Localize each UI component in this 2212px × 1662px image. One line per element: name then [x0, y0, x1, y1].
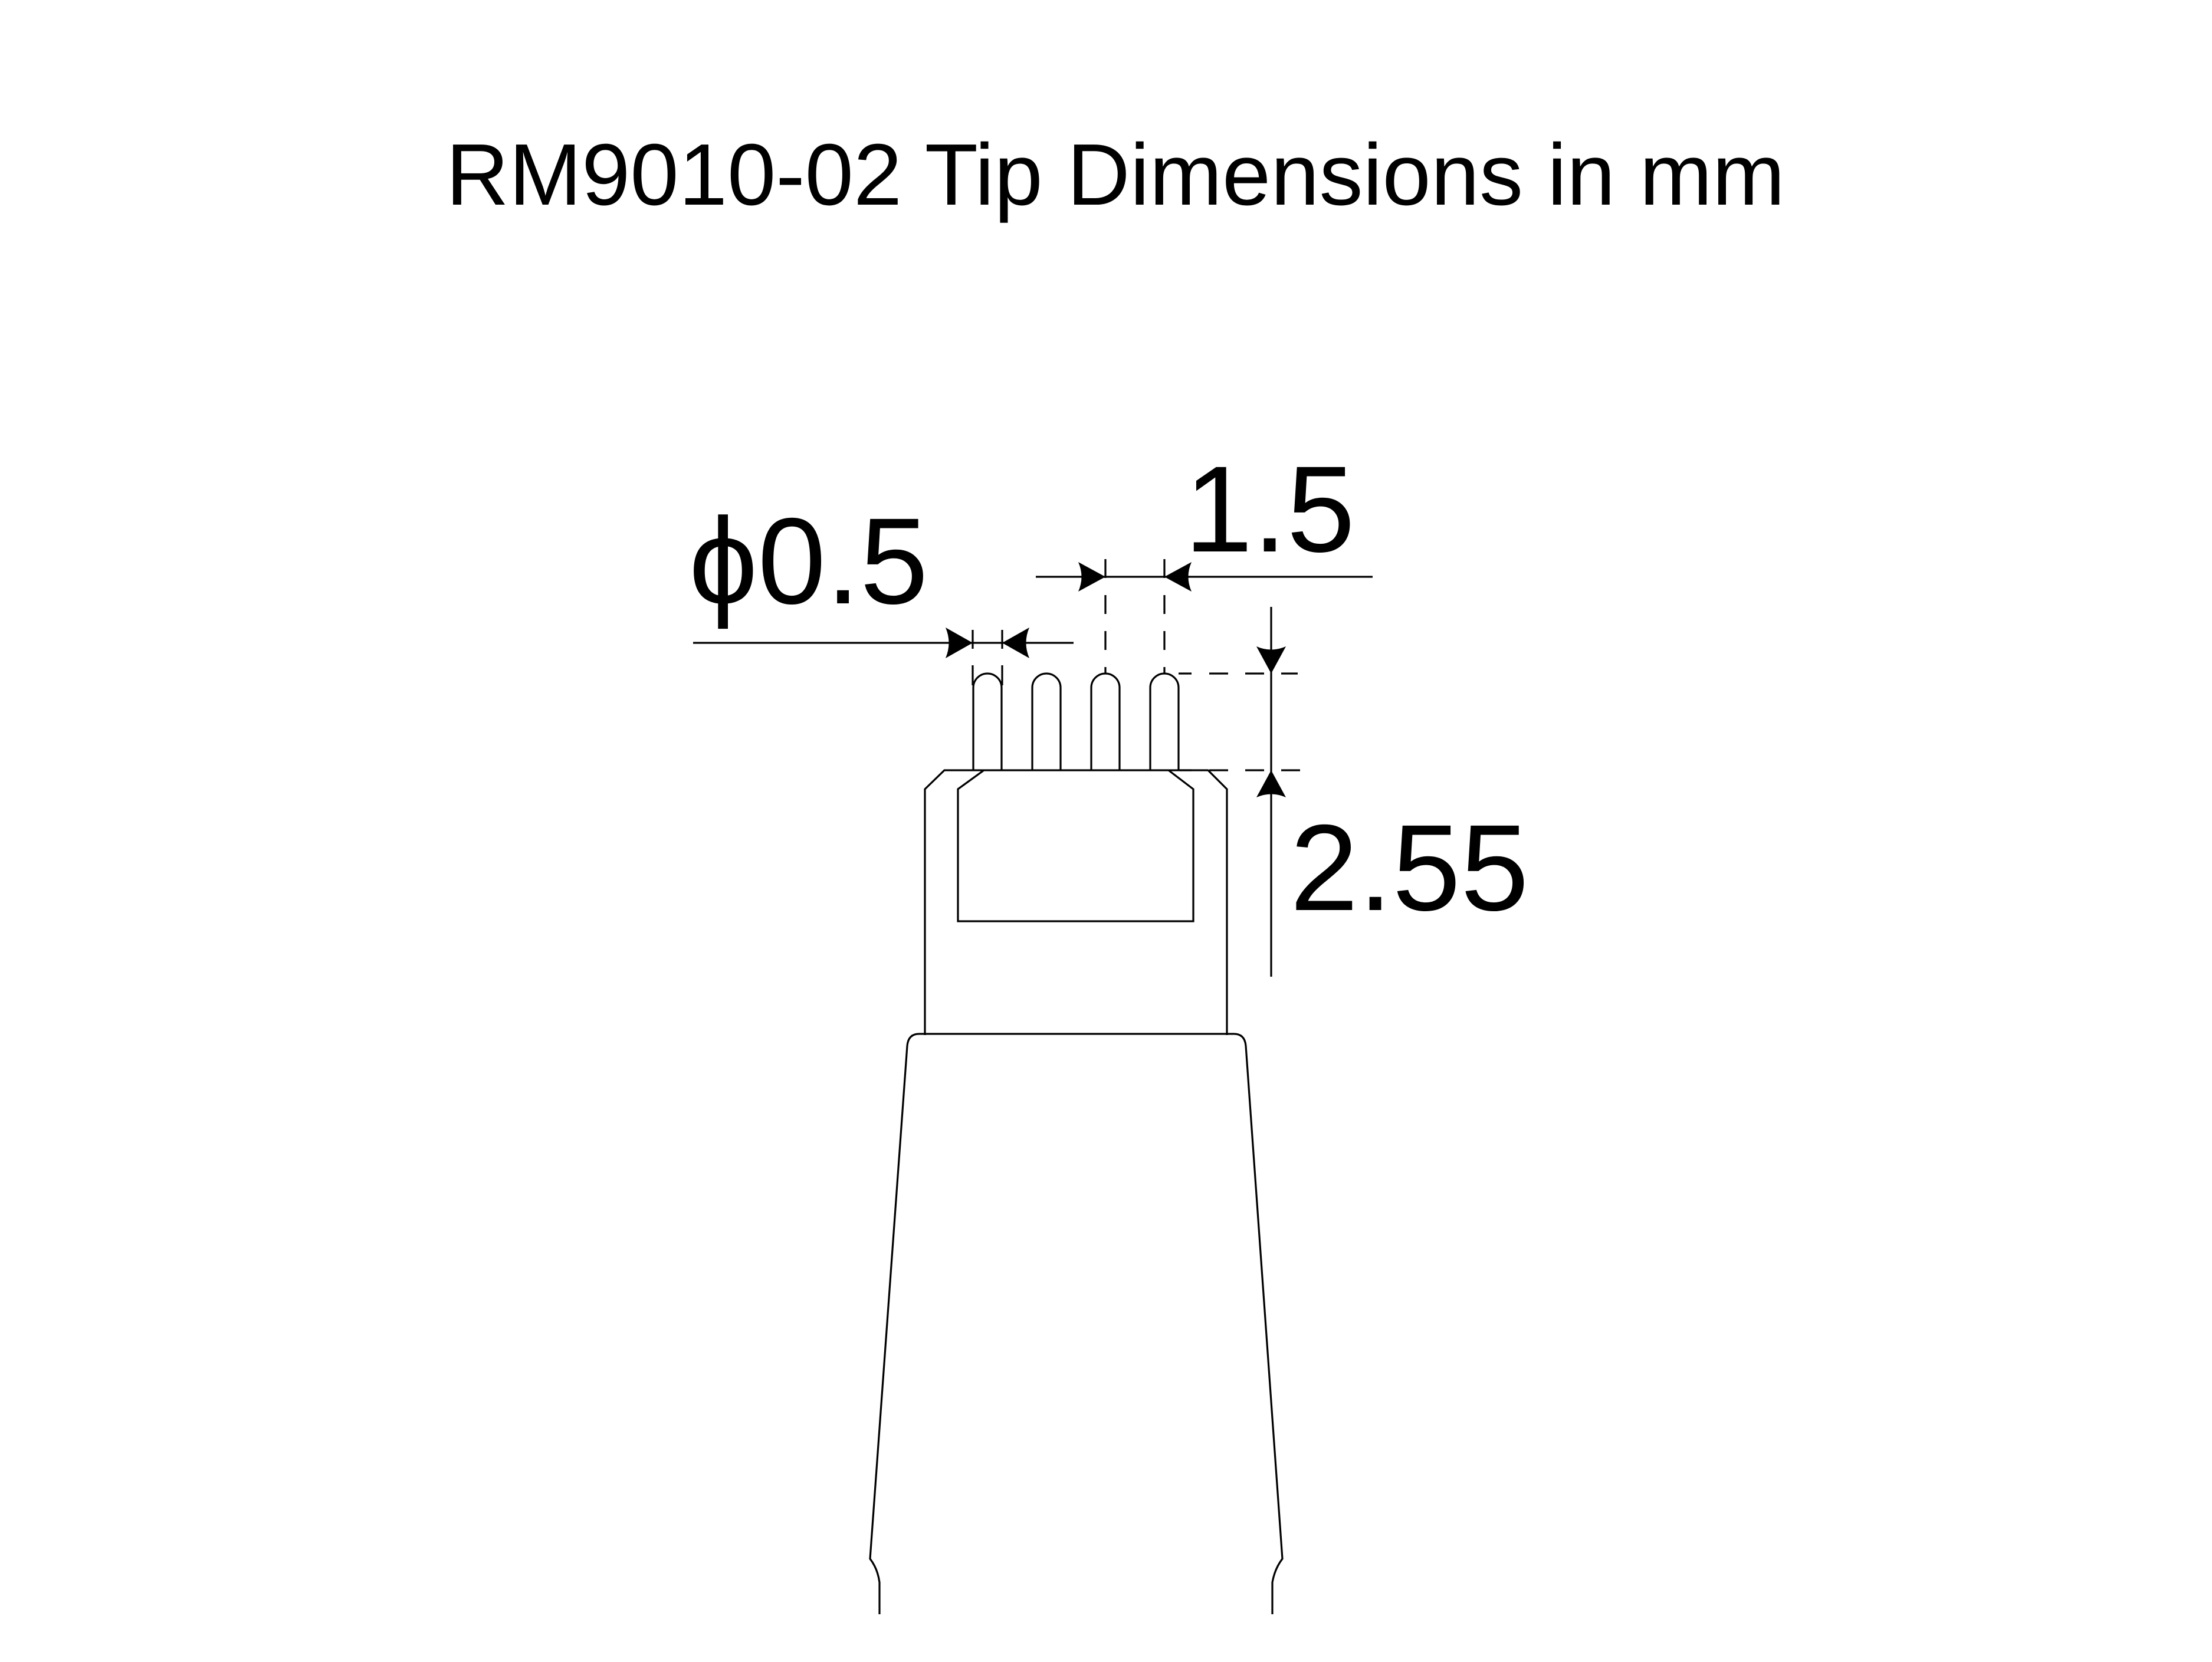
arrow-up-icon [1256, 770, 1286, 797]
pin-1 [972, 672, 1003, 770]
arrow-right-icon [1078, 562, 1105, 592]
tip-base-outline [924, 769, 1228, 1035]
dimension-label-height: 2.55 [1290, 800, 1529, 937]
arrow-down-icon [1256, 646, 1286, 674]
pins [972, 672, 1180, 770]
dimension-label-diameter: ϕ0.5 [689, 493, 928, 630]
arrow-left-icon [1164, 562, 1192, 592]
pin-3 [1090, 672, 1121, 770]
arrow-left-icon [1002, 628, 1029, 658]
dimension-pin-diameter: ϕ0.5 [689, 493, 1074, 685]
dimension-pin-height: 2.55 [1179, 607, 1529, 977]
page-title: RM9010-02 Tip Dimensions in mm [446, 126, 1785, 224]
pin-4 [1149, 672, 1180, 770]
arrow-right-icon [946, 628, 973, 658]
dimension-pin-pitch: 1.5 [1036, 441, 1373, 674]
tip-shank-outline [869, 1033, 1284, 1614]
pin-2 [1031, 672, 1062, 770]
tip-body [869, 672, 1284, 1614]
dimension-label-pitch: 1.5 [1184, 441, 1355, 578]
tip-base-window [957, 769, 1194, 922]
